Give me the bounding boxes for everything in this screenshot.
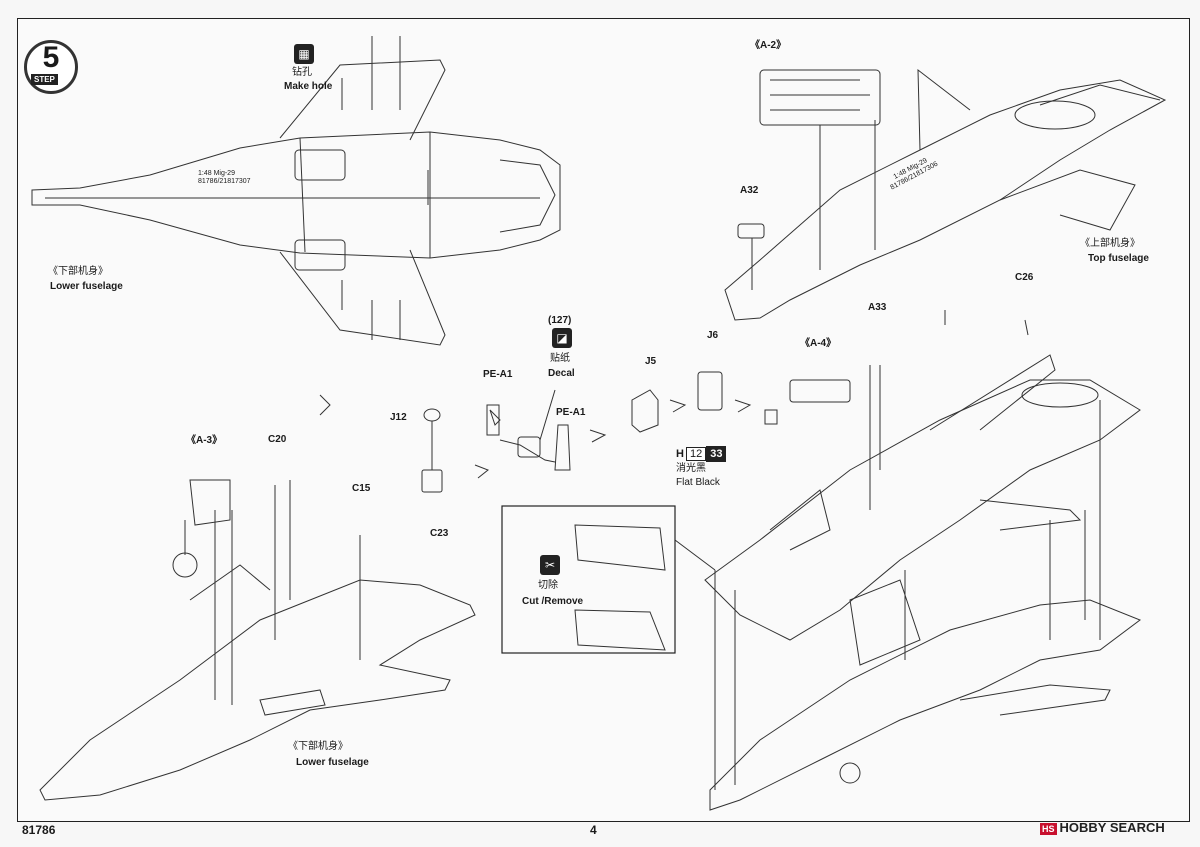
paint-code: H 12 33: [676, 446, 727, 462]
part-c15-label: C15: [352, 483, 371, 494]
part-j6-label: J6: [707, 330, 719, 341]
flat-black-en: Flat Black: [676, 477, 720, 488]
part-pe-a1-label-2: PE-A1: [556, 407, 586, 418]
make-hole-en: Make hole: [284, 81, 333, 92]
part-j12-label: J12: [390, 412, 407, 423]
step-badge: 5 STEP: [24, 40, 78, 94]
decal-en: Decal: [548, 368, 575, 379]
decal-cn: 贴纸: [550, 353, 570, 364]
marking-lower: 1:48 Mig-29 81786/21817307: [198, 170, 251, 185]
paint-code-2: 33: [706, 446, 727, 462]
decal-number: (127): [548, 315, 572, 326]
step-word: STEP: [31, 74, 58, 85]
hobby-search-text: HOBBY SEARCH: [1059, 820, 1165, 835]
step-number: 5: [42, 41, 60, 74]
lower-fuselage-top-view: [31, 59, 561, 346]
lower-fuselage-cn-2: 《下部机身》: [288, 741, 348, 752]
lower-fuselage-en-2: Lower fuselage: [296, 757, 369, 768]
part-a3-label: 《A-3》: [186, 435, 223, 446]
kit-number: 81786: [22, 823, 56, 837]
hobby-search-logo: HS: [1040, 822, 1057, 835]
lower-fuselage-cn-1: 《下部机身》: [48, 266, 108, 277]
flat-black-cn: 消光黑: [676, 463, 706, 474]
part-a32-shape: [737, 223, 765, 239]
top-fuselage-cn: 《上部机身》: [1080, 238, 1140, 249]
part-a4-label: 《A-4》: [800, 338, 837, 349]
lower-fuselage-side-view: [39, 479, 476, 801]
paint-prefix: H: [676, 448, 684, 460]
drill-icon: ▦: [294, 44, 314, 64]
lower-fuselage-en-1: Lower fuselage: [50, 281, 123, 292]
instruction-page: [17, 18, 1190, 822]
main-assembly-view: [704, 354, 1142, 811]
part-a33-label: A33: [868, 302, 887, 313]
top-fuselage-view: [724, 68, 1167, 321]
part-c20-label: C20: [268, 434, 287, 445]
part-c23-label: C23: [430, 528, 449, 539]
make-hole-cn: 钻孔: [292, 67, 312, 78]
paint-code-1: 12: [685, 447, 707, 461]
part-j5-label: J5: [645, 356, 657, 367]
cut-en: Cut /Remove: [522, 596, 584, 607]
page-number: 4: [590, 823, 597, 837]
part-c26-label: C26: [1015, 272, 1034, 283]
top-fuselage-en: Top fuselage: [1088, 253, 1149, 264]
part-pe-a1-label-1: PE-A1: [483, 369, 513, 380]
part-a2-label: 《A-2》: [750, 40, 787, 51]
cut-icon: ✂: [540, 555, 560, 575]
cut-cn: 切除: [538, 580, 558, 591]
decal-icon: ◪: [552, 328, 572, 348]
part-a32-label: A32: [740, 185, 759, 196]
